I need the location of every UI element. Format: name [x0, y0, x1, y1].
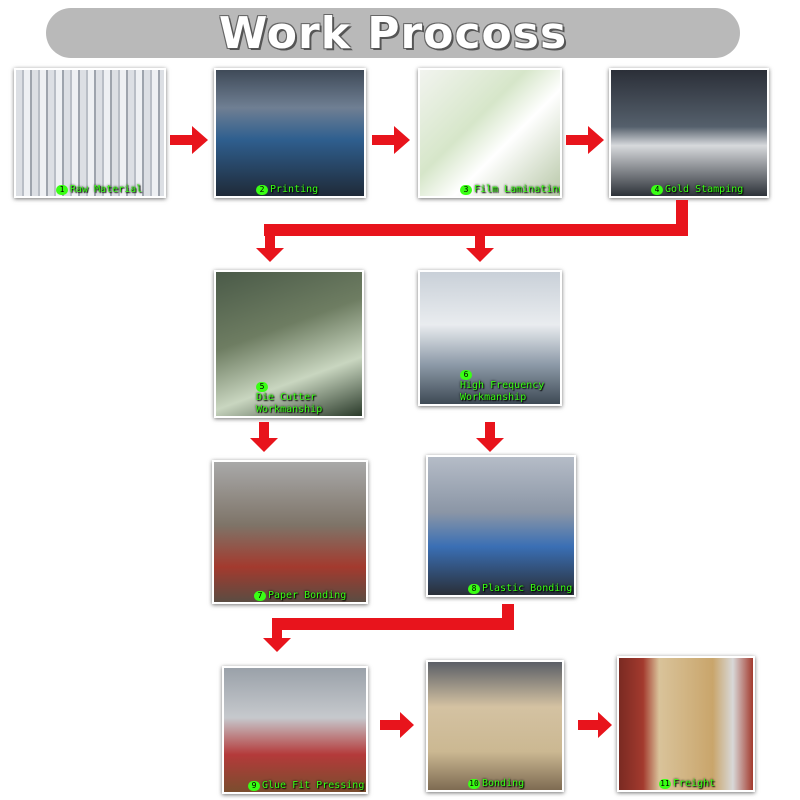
- arrow-right-icon: [170, 126, 208, 154]
- glue-fit-pressing-photo: [224, 668, 366, 792]
- arrow-right-icon: [578, 712, 612, 738]
- step-caption: 5Die Cutter Workmanship: [216, 381, 364, 416]
- arrow-right-icon: [380, 712, 414, 738]
- connector-line: [272, 618, 514, 630]
- gold-stamping-photo: [611, 70, 767, 196]
- arrow-down-icon: [250, 422, 278, 452]
- arrow-down-icon: [466, 232, 494, 262]
- arrow-right-icon: [566, 126, 604, 154]
- arrow-down-icon: [263, 620, 291, 652]
- arrow-down-icon: [476, 422, 504, 452]
- step-die-cutter: 5Die Cutter Workmanship: [214, 270, 364, 418]
- film-laminating-photo: [420, 70, 560, 196]
- bonding-photo: [428, 662, 562, 790]
- step-high-frequency: 6High Frequency Workmanship: [418, 270, 562, 406]
- plastic-bonding-photo: [428, 457, 574, 595]
- title-banner: Work Procoss: [46, 8, 740, 58]
- arrow-down-icon: [256, 232, 284, 262]
- paper-bonding-photo: [214, 462, 366, 602]
- printing-photo: [216, 70, 364, 196]
- freight-photo: [619, 658, 753, 790]
- step-caption: 6High Frequency Workmanship: [420, 369, 550, 404]
- raw-material-photo: [16, 70, 164, 196]
- connector-line: [502, 604, 514, 630]
- page-title: Work Procoss: [219, 8, 567, 59]
- arrow-right-icon: [372, 126, 410, 154]
